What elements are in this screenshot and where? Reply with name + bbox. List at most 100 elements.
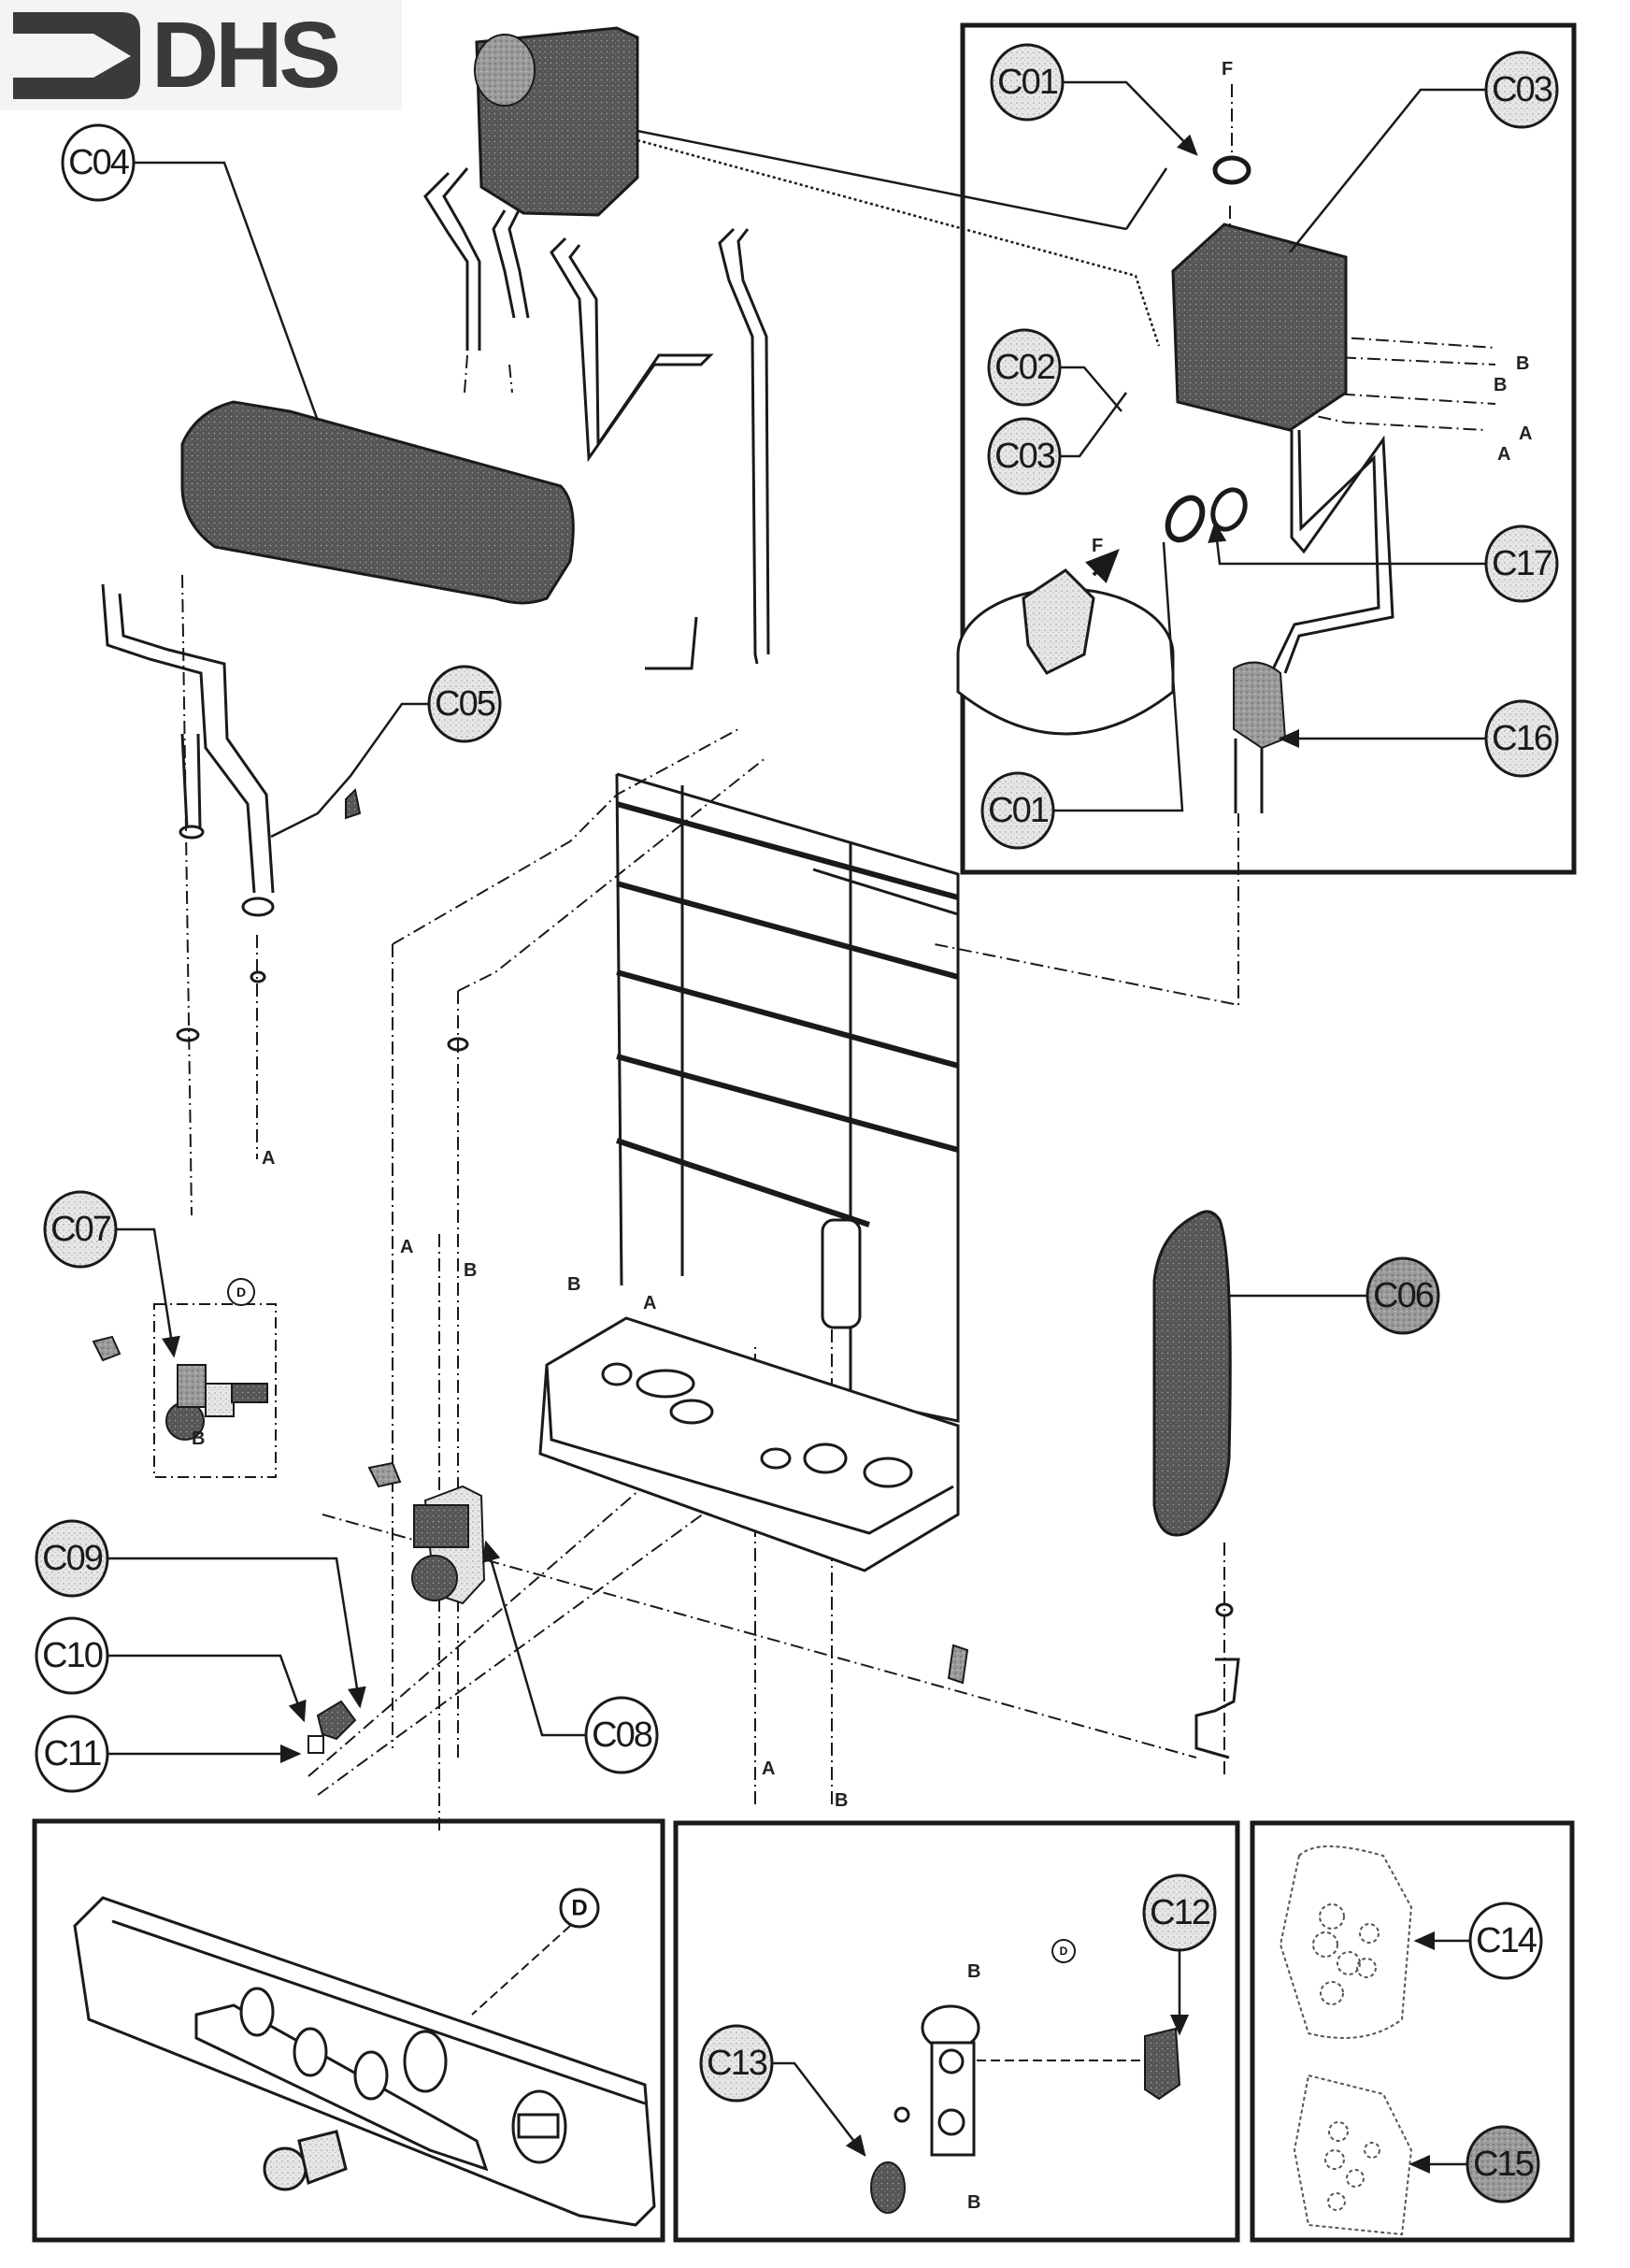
connection-letter-f: F: [1092, 536, 1103, 556]
control-fascia-part: [73, 1896, 656, 2227]
trap-hose: [1234, 739, 1264, 813]
ref-marker-d: [559, 1888, 600, 1929]
callout-c07: C07: [43, 1190, 118, 1269]
safety-valve-part: [92, 1303, 277, 1478]
callout-c13: C13: [699, 2024, 774, 2103]
expansion-vessel-part: [1152, 1210, 1232, 1537]
callout-c08: C08: [584, 1696, 659, 1774]
callout-c09: C09: [35, 1519, 109, 1598]
callout-circle: [1484, 50, 1559, 129]
ref-marker-d-label: D: [1060, 1945, 1068, 1958]
arrow-logo-icon: [13, 12, 140, 99]
logo-text: DHS: [151, 3, 341, 108]
connection-letter-b: B: [1516, 353, 1529, 374]
pipe-washer: [179, 825, 205, 840]
sensing-tube: [1269, 429, 1394, 674]
ref-marker-d: [1051, 1939, 1076, 1963]
callout-label: C01: [988, 791, 1049, 830]
diverter-valve-part: [894, 2004, 980, 2157]
control-panel-panel: [32, 1818, 665, 2243]
callout-label: C01: [997, 63, 1058, 102]
filter-part: [870, 2161, 906, 2214]
callout-label: C15: [1473, 2145, 1534, 2184]
callout-label: C16: [1492, 719, 1552, 758]
leader-line: [471, 1925, 571, 2016]
clip-part: [947, 1644, 969, 1685]
callout-label: C14: [1476, 1921, 1537, 1960]
callout-c02: C02: [987, 328, 1062, 407]
callout-circle: [1468, 1902, 1543, 1980]
callout-leaders: [107, 80, 1486, 2174]
callout-circle: [35, 1616, 109, 1695]
pump-part: [367, 1461, 486, 1605]
vessel-hose: [1194, 1658, 1240, 1759]
callout-label: C04: [68, 143, 130, 182]
flow-pipes: [423, 167, 770, 670]
connection-letter-b: B: [835, 1790, 848, 1811]
connection-letter-a: A: [262, 1148, 275, 1169]
connection-letter-a: A: [1497, 444, 1510, 465]
connection-letter-b: B: [1494, 375, 1507, 395]
connection-letter-b: B: [464, 1260, 477, 1281]
knob-set-lower-part: [1293, 2074, 1413, 2236]
callout-c03b: C03: [987, 417, 1062, 495]
condensate-trap-part: [1233, 661, 1287, 750]
flue-hood-part: [474, 26, 639, 217]
o-ring: [176, 1027, 200, 1042]
callout-label: C09: [42, 1539, 103, 1578]
callout-circle: [980, 771, 1055, 850]
callout-c15: C15: [1466, 2125, 1540, 2203]
ref-marker-d: [227, 1278, 255, 1306]
callout-circle: [1365, 1256, 1440, 1335]
fan-part: [1165, 155, 1348, 543]
callout-c05: C05: [427, 665, 502, 743]
knobs-panel: [1250, 1820, 1575, 2243]
callout-c03: C03: [1484, 50, 1559, 129]
callout-c14: C14: [1468, 1902, 1543, 1980]
bypass-part: [307, 1700, 357, 1754]
sensor-part: [345, 787, 362, 820]
callout-label: C12: [1150, 1893, 1210, 1932]
dhs-logo: DHS: [0, 0, 402, 110]
pressure-gauge-part: [1144, 2027, 1181, 2101]
connection-letter-b: B: [967, 2192, 980, 2213]
callout-circle: [1484, 699, 1559, 778]
leader-lines: [636, 129, 1168, 347]
callout-circle: [699, 2024, 774, 2103]
connection-letter-b: B: [192, 1428, 205, 1449]
o-ring: [250, 970, 266, 983]
callout-label: C06: [1373, 1276, 1434, 1315]
callout-circle: [1142, 1873, 1217, 1952]
callout-circle: [427, 665, 502, 743]
pipe-fitting: [241, 897, 275, 917]
callout-label: C02: [994, 348, 1055, 387]
o-ring: [1215, 1602, 1234, 1617]
callout-circle: [990, 43, 1065, 122]
connection-letter-b: B: [967, 1961, 980, 1982]
callout-c17: C17: [1484, 524, 1559, 603]
ref-marker-d-label: D: [571, 1896, 587, 1921]
callout-circle: [35, 1715, 109, 1793]
dhw-pipes: [101, 583, 275, 894]
knob-set-upper-part: [1279, 1845, 1413, 2039]
diverter-valve-panel: [673, 1820, 1240, 2243]
fan-assembly-panel: [960, 22, 1577, 875]
connection-letter-a: A: [762, 1758, 775, 1779]
ref-marker-d-label: D: [236, 1285, 246, 1299]
callout-circle: [35, 1519, 109, 1598]
callout-label: C03: [994, 437, 1055, 476]
callout-label: C17: [1492, 544, 1552, 583]
connection-letter-a: A: [400, 1237, 413, 1257]
connection-letter-b: B: [567, 1274, 580, 1295]
callout-c11: C11: [35, 1715, 109, 1793]
o-ring: [447, 1037, 469, 1052]
callout-c06: C06: [1365, 1256, 1440, 1335]
chassis-base-tray: [538, 1316, 960, 1572]
chassis-back-panel: [615, 772, 960, 1423]
air-pressure-switch-part: [956, 549, 1175, 736]
connection-letters: F B B A A F A B A B B A A B B B: [192, 59, 1532, 2213]
callout-circle: [987, 328, 1062, 407]
callout-label: C13: [707, 2044, 767, 2083]
